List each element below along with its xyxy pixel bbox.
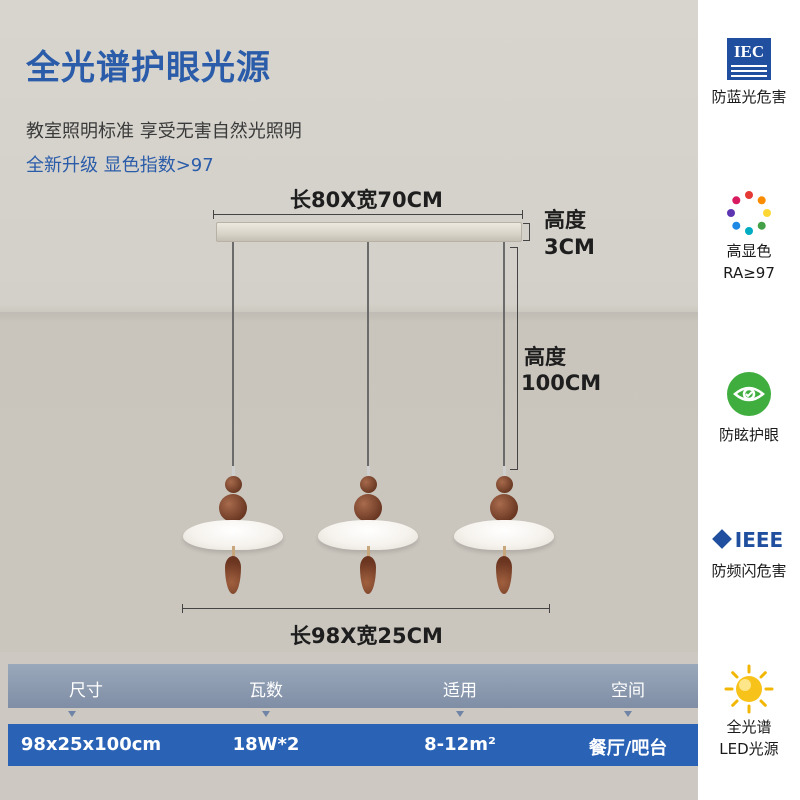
spec-arrow (262, 711, 270, 717)
spec-arrow (624, 711, 632, 717)
spec-header-area: 适用 (443, 681, 477, 701)
canopy-height-tick-bottom (523, 240, 530, 241)
spec-header-space: 空间 (611, 681, 645, 701)
top-dimension-tick-left (213, 210, 214, 219)
pendant-lamp-left (183, 466, 283, 626)
ieee-logo-icon: IEEE (698, 528, 800, 552)
color-wheel-icon (727, 191, 771, 235)
subtitle-standard: 教室照明标准 享受无害自然光照明 (26, 121, 302, 142)
wood-drop (360, 556, 376, 594)
iec-logo-text: IEC (733, 42, 765, 61)
ieee-logo-text: IEEE (734, 528, 784, 552)
bottom-dimension-tick-left (182, 604, 183, 613)
canopy-height-tick-top (523, 223, 530, 224)
spec-header-wattage: 瓦数 (249, 681, 283, 701)
feature-label: 防频闪危害 (711, 562, 787, 580)
drop-height-tick-top (510, 247, 518, 248)
feature-label: 全光谱 (726, 718, 772, 736)
wood-drop (225, 556, 241, 594)
feature-anti-glare: 防眩护眼 (698, 372, 800, 446)
eye-protection-icon (727, 372, 771, 416)
ceiling-canopy (216, 222, 522, 242)
lamp-shade (183, 520, 283, 550)
feature-label: 高显色 (726, 242, 772, 260)
top-dimension-line (213, 214, 523, 215)
feature-label-sub: RA≥97 (723, 264, 775, 282)
spec-value-wattage: 18W*2 (232, 734, 300, 755)
canopy-height-label: 高度 (544, 208, 586, 232)
bottom-dimension-line (182, 608, 550, 609)
feature-label: 防眩护眼 (718, 426, 779, 444)
sun-icon (724, 664, 774, 714)
pendant-wire-right (503, 242, 505, 470)
wood-drop (496, 556, 512, 594)
drop-height-tick-bottom (510, 469, 518, 470)
drop-height-label: 高度 (524, 345, 566, 369)
spec-value-space: 餐厅/吧台 (588, 738, 668, 759)
top-dimension-label: 长80X宽70CM (290, 188, 443, 212)
pendant-wire-left (232, 242, 234, 470)
feature-label: 防蓝光危害 (711, 88, 787, 106)
spec-header-size: 尺寸 (69, 681, 103, 701)
feature-sidebar: IEC 防蓝光危害 高显色 RA≥97 防眩护眼 (698, 0, 800, 800)
drop-height-line (517, 247, 518, 469)
top-dimension-tick-right (522, 210, 523, 219)
spec-value-size: 98x25x100cm (20, 734, 162, 755)
spec-table-values: 98x25x100cm 18W*2 8-12m² 餐厅/吧台 (8, 724, 698, 766)
pendant-wire-center (367, 242, 369, 470)
drop-height-value: 100CM (521, 371, 602, 395)
canopy-height-line (529, 223, 530, 240)
canopy-height-value: 3CM (544, 235, 595, 259)
spec-arrow (68, 711, 76, 717)
pendant-lamp-right (454, 466, 554, 626)
feature-anti-flicker: IEEE 防频闪危害 (698, 528, 800, 582)
feature-high-cri: 高显色 RA≥97 (698, 190, 800, 284)
bottom-dimension-tick-right (549, 604, 550, 613)
subtitle-upgrade: 全新升级 显色指数>97 (26, 155, 214, 176)
ceiling-edge (0, 312, 698, 322)
spec-table-header: 尺寸 瓦数 适用 空间 (8, 664, 698, 708)
product-scene: 全光谱护眼光源 教室照明标准 享受无害自然光照明 全新升级 显色指数>97 长8… (0, 0, 698, 800)
feature-label-sub: LED光源 (719, 740, 779, 758)
feature-blue-light: IEC 防蓝光危害 (698, 38, 800, 108)
lamp-shade (454, 520, 554, 550)
pendant-lamp-center (318, 466, 418, 626)
bottom-dimension-label: 长98X宽25CM (290, 624, 443, 648)
lamp-shade (318, 520, 418, 550)
page-title: 全光谱护眼光源 (26, 48, 271, 88)
iec-logo-icon: IEC (727, 38, 771, 80)
spec-value-area: 8-12m² (424, 734, 496, 755)
spec-arrow (456, 711, 464, 717)
feature-full-spectrum: 全光谱 LED光源 (698, 664, 800, 760)
